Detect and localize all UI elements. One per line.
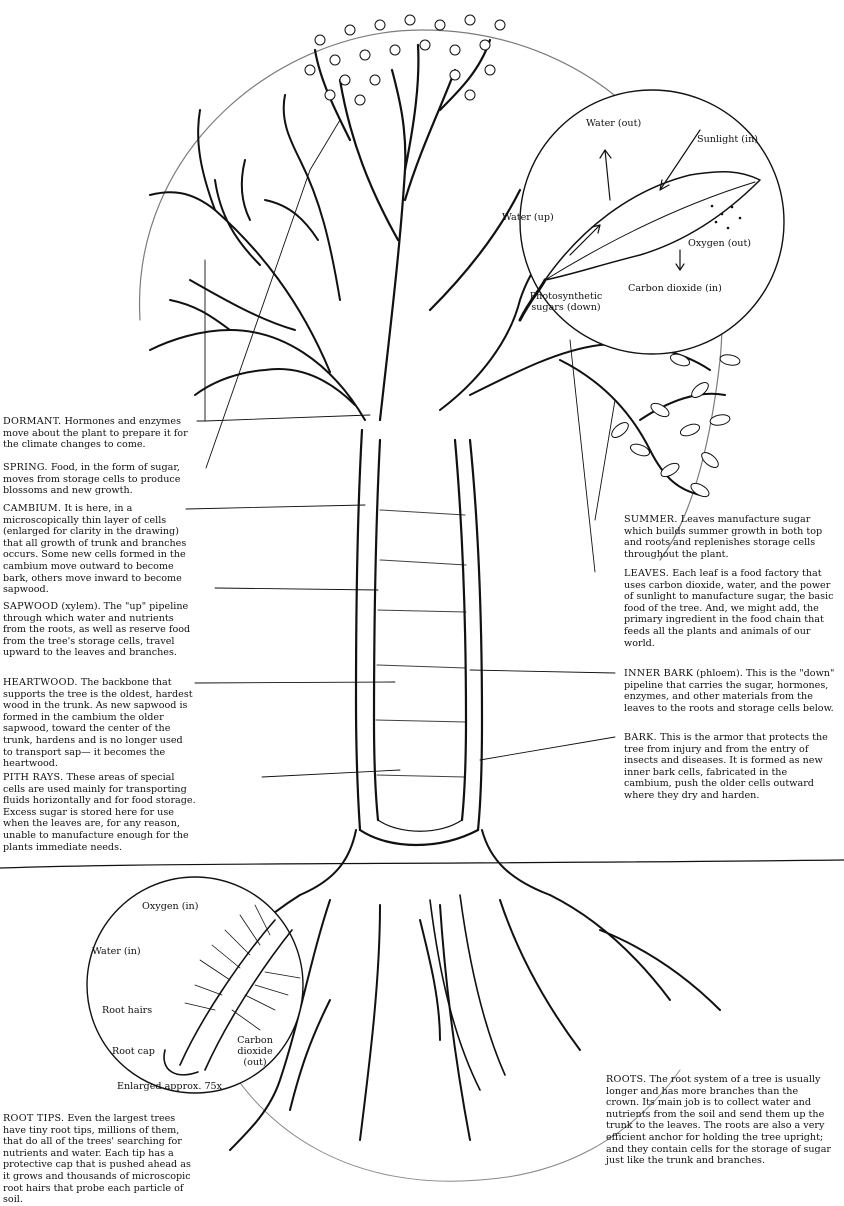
inner-bark-head: INNER BARK xyxy=(624,668,694,679)
inner-bark-text: (phloem). This is the "down" pipeline th… xyxy=(624,668,835,714)
root-tips-text: Even the largest trees have tiny root ti… xyxy=(3,1113,191,1206)
inset-leaf-vein xyxy=(544,181,756,281)
label-oxygen-out: Oxygen (out) xyxy=(688,238,752,249)
oxygen-dots xyxy=(710,204,742,230)
annotation-spring: SPRING. Food, in the form of sugar, move… xyxy=(3,462,205,497)
label-water-up: Water (up) xyxy=(502,212,554,223)
sugars-line-1: Photosynthetic xyxy=(529,291,603,302)
root-tips-head: ROOT TIPS. xyxy=(3,1113,65,1124)
spring-head: SPRING. xyxy=(3,462,48,473)
annotation-pith-rays: PITH RAYS. These areas of special cells … xyxy=(3,772,199,853)
ground-line xyxy=(0,859,844,869)
label-root-cap: Root cap xyxy=(112,1046,155,1057)
annotation-roots: ROOTS. The root system of a tree is usua… xyxy=(606,1074,834,1167)
spring-text: Food, in the form of sugar, moves from s… xyxy=(3,462,181,497)
sapwood-text: (xylem). The "up" pipeline through which… xyxy=(3,601,191,659)
root-outline xyxy=(199,1009,681,1182)
co2-line-3: (out) xyxy=(243,1057,267,1068)
leaves-head: LEAVES. xyxy=(624,568,670,579)
summer-head: SUMMER. xyxy=(624,514,678,525)
root-tip xyxy=(179,919,293,1071)
label-water-in: Water (in) xyxy=(92,946,141,957)
summer-text: Leaves manufacture sugar which builds su… xyxy=(624,514,823,560)
sugars-line-2: sugars (down) xyxy=(531,302,601,313)
label-photosynthetic-sugars: Photosynthetic sugars (down) xyxy=(526,291,606,313)
annotation-root-tips: ROOT TIPS. Even the largest trees have t… xyxy=(3,1113,193,1206)
cambium-head: CAMBIUM. xyxy=(3,503,62,514)
annotation-leaves: LEAVES. Each leaf is a food factory that… xyxy=(624,568,836,649)
trunk-base xyxy=(299,829,551,896)
heartwood-text: The backbone that supports the tree is t… xyxy=(3,677,193,770)
pith-rays-text: These areas of special cells are used ma… xyxy=(3,772,196,853)
right-leaves xyxy=(611,332,741,498)
blossoms xyxy=(304,14,506,106)
left-branches xyxy=(149,94,366,421)
cambium-text: It is here, in a microscopically thin la… xyxy=(3,503,187,596)
leaves-text: Each leaf is a food factory that uses ca… xyxy=(624,568,834,649)
label-enlarged: Enlarged approx. 75x xyxy=(117,1081,223,1092)
sapwood-head: SAPWOOD xyxy=(3,601,59,612)
annotation-inner-bark: INNER BARK (phloem). This is the "down" … xyxy=(624,668,836,714)
annotation-cambium: CAMBIUM. It is here, in a microscopicall… xyxy=(3,503,193,596)
inset-arrows xyxy=(569,129,701,271)
annotation-heartwood: HEARTWOOD. The backbone that supports th… xyxy=(3,677,193,770)
dormant-text: Hormones and enzymes move about the plan… xyxy=(3,416,188,451)
bark-text: This is the armor that protects the tree… xyxy=(624,732,828,801)
trunk xyxy=(354,428,484,847)
roots-text: The root system of a tree is usually lon… xyxy=(606,1074,832,1167)
co2-line-2: dioxide xyxy=(237,1046,273,1057)
label-carbon-dioxide-in: Carbon dioxide (in) xyxy=(628,283,722,294)
label-oxygen-in: Oxygen (in) xyxy=(142,901,199,912)
annotation-bark: BARK. This is the armor that protects th… xyxy=(624,732,836,802)
leader-lines xyxy=(185,119,616,778)
bark-head: BARK. xyxy=(624,732,657,743)
label-carbon-dioxide-out: Carbon dioxide (out) xyxy=(225,1035,285,1068)
label-root-hairs: Root hairs xyxy=(102,1005,153,1016)
annotation-summer: SUMMER. Leaves manufacture sugar which b… xyxy=(624,514,836,560)
annotation-sapwood: SAPWOOD (xylem). The "up" pipeline throu… xyxy=(3,601,193,659)
annotation-dormant: DORMANT. Hormones and enzymes move about… xyxy=(3,416,201,451)
inset-stem xyxy=(518,278,547,322)
root-hairs xyxy=(184,904,301,1031)
root-tip-cap xyxy=(163,1049,199,1076)
co2-line-1: Carbon xyxy=(237,1035,273,1046)
root-section xyxy=(429,894,506,1091)
roots-head: ROOTS. xyxy=(606,1074,647,1085)
dormant-head: DORMANT. xyxy=(3,416,62,427)
pith-rays-head: PITH RAYS. xyxy=(3,772,64,783)
label-water-out: Water (out) xyxy=(586,118,642,129)
pith-rays xyxy=(375,509,467,778)
heartwood-head: HEARTWOOD. xyxy=(3,677,78,688)
label-sunlight-in: Sunlight (in) xyxy=(697,134,759,145)
crown-outline xyxy=(138,29,723,561)
